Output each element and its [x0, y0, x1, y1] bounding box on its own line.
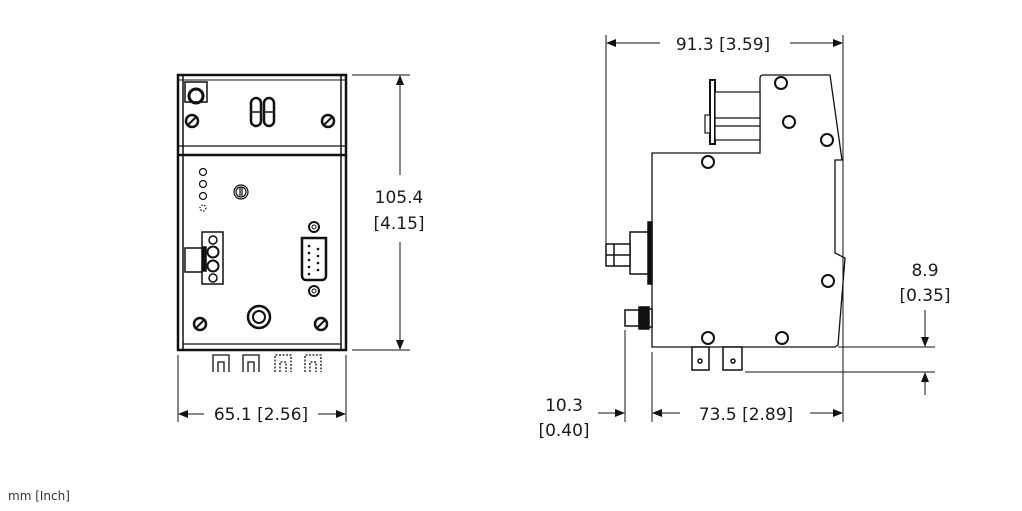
cable-gland-icon	[246, 304, 272, 330]
width-dimension-label: 65.1 [2.56]	[214, 405, 308, 425]
antenna-connector-icon	[184, 81, 208, 105]
db9-port-icon	[300, 221, 328, 297]
hex-screw-icon	[701, 76, 835, 345]
fiber-connector-icon	[212, 354, 322, 372]
units-label: mm [Inch]	[8, 489, 70, 503]
terminal-block-icon	[184, 231, 224, 285]
front-dimensions	[177, 74, 410, 422]
height-dimension-in-label: [4.15]	[373, 214, 424, 234]
front-view	[176, 73, 348, 372]
coax-connector-icon	[624, 306, 653, 330]
offset-dimension-in-label: [0.40]	[538, 421, 589, 441]
tab-dimension-mm-label: 8.9	[911, 261, 938, 281]
offset-dimension-mm-label: 10.3	[545, 396, 583, 416]
switch-icon	[249, 96, 276, 128]
mounting-tab-icon	[691, 346, 743, 371]
antenna-bracket-icon	[704, 79, 761, 145]
side-dimensions	[598, 35, 935, 422]
height-dimension-mm-label: 105.4	[375, 188, 424, 208]
depth-dimension-label: 91.3 [3.59]	[676, 35, 770, 55]
side-view	[605, 74, 846, 371]
rotary-switch-icon	[233, 184, 249, 200]
tab-dimension-in-label: [0.35]	[899, 286, 950, 306]
status-led-icon	[198, 167, 208, 212]
base-depth-dimension-label: 73.5 [2.89]	[699, 405, 793, 425]
terminal-plug-icon	[605, 221, 653, 285]
screw-icon	[184, 113, 336, 332]
